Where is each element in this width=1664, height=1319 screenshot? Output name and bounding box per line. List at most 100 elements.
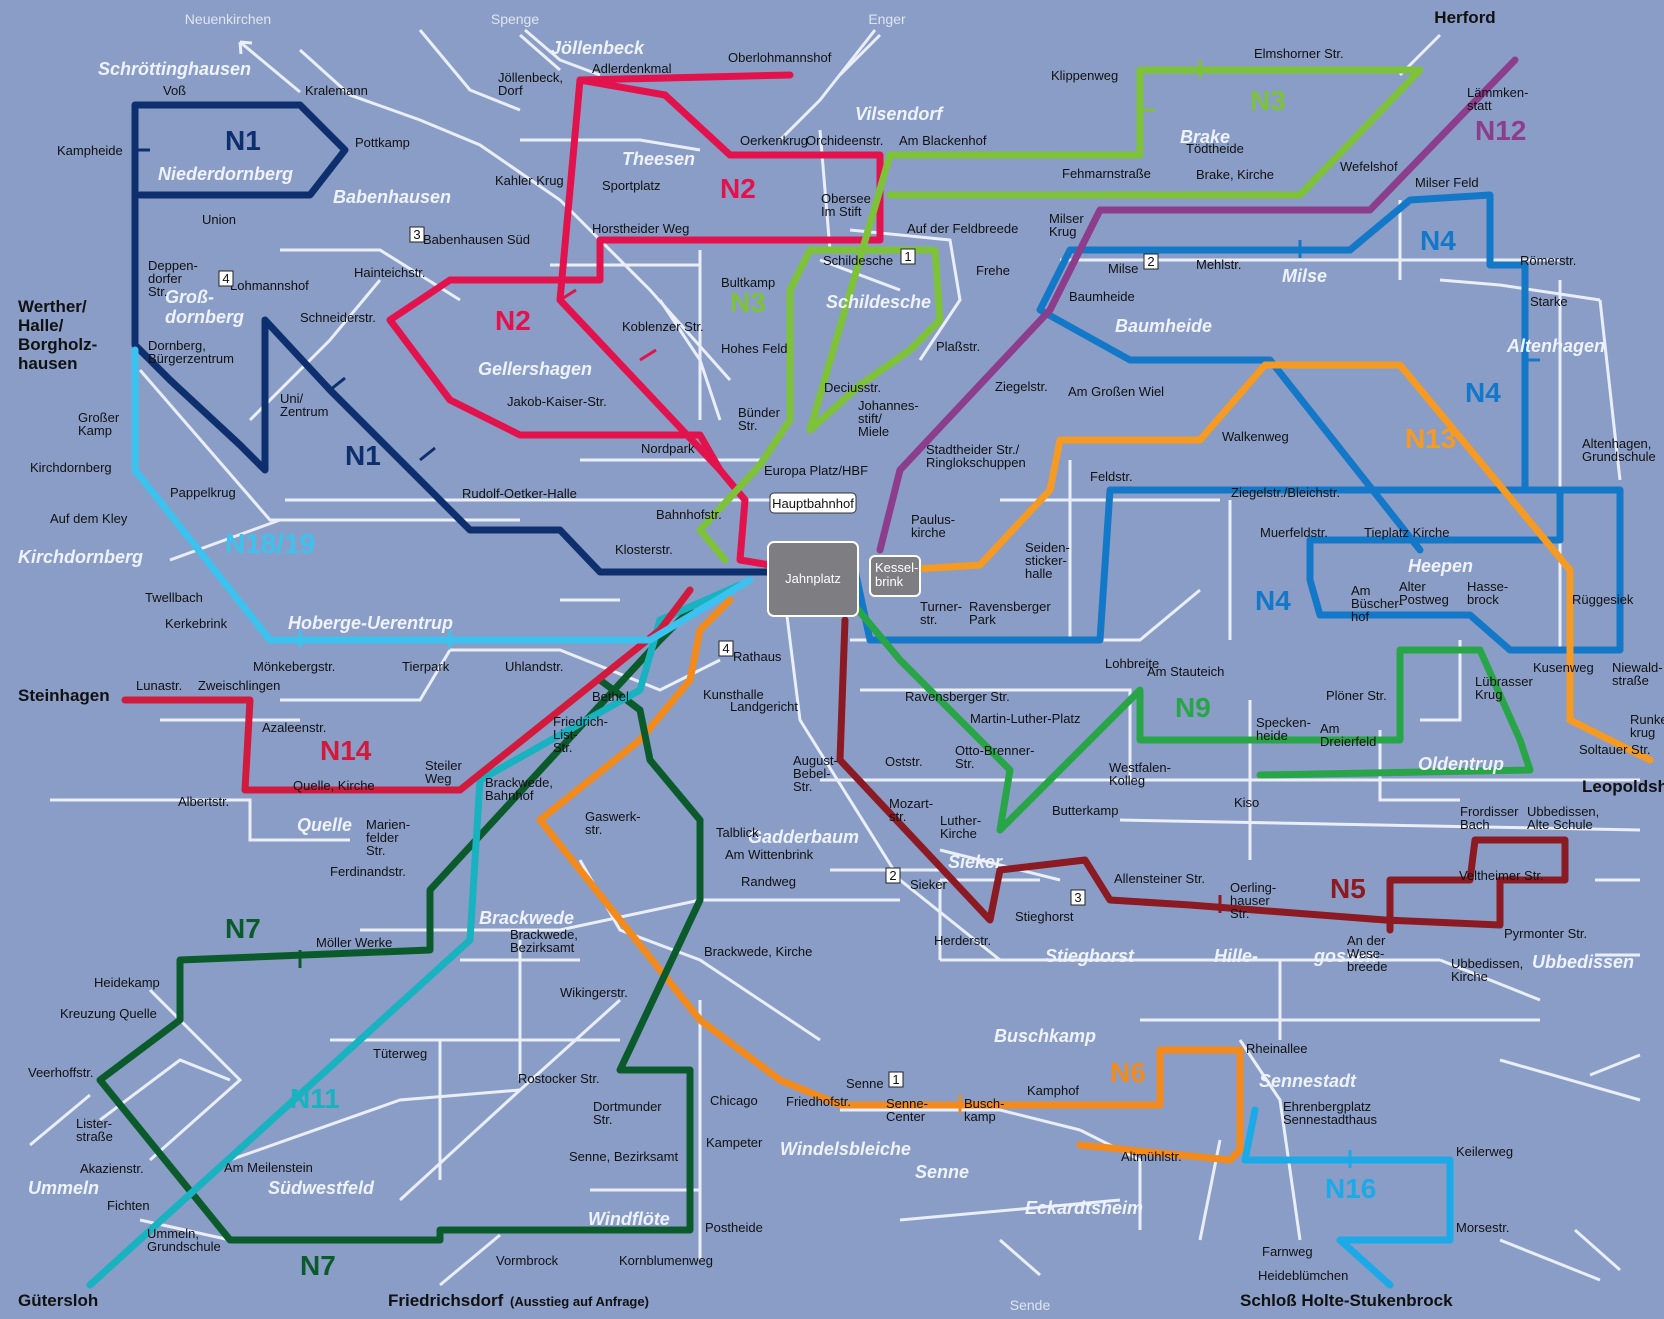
stop-vormbrock: Vormbrock [496,1253,559,1268]
district-gellershagen: Gellershagen [478,359,592,379]
line-label-n7: N7 [300,1250,336,1281]
district-jöllenbeck: Jöllenbeck [551,38,645,58]
line-label-n16: N16 [1325,1173,1376,1204]
stop-pyrmonter-str: Pyrmonter Str. [1504,926,1587,941]
stop-nordpark: Nordpark [641,441,695,456]
stop-mehlstr: Mehlstr. [1196,257,1242,272]
stop-twellbach: Twellbach [145,590,203,605]
stop-ferdinandstr: Ferdinandstr. [330,864,406,879]
stop-ziegelstr: Ziegelstr. [995,379,1048,394]
zone-badge-3: 3 [410,227,424,242]
district-sieker: Sieker [948,852,1003,872]
line-label-n5: N5 [1330,873,1366,904]
stop-uhlandstr: Uhlandstr. [505,659,564,674]
stop-landgericht: Landgericht [730,699,798,714]
hub-hauptbahnhof-label: Hauptbahnhof [772,496,854,511]
stop-schildesche: Schildesche [823,253,893,268]
stop-kornblumenweg: Kornblumenweg [619,1253,713,1268]
stop-pappelkrug: Pappelkrug [170,485,236,500]
stop-zweischlingen: Zweischlingen [198,678,280,693]
stop-kralemann: Kralemann [305,83,368,98]
stop-kerkebrink: Kerkebrink [165,616,228,631]
stop-rathaus: Rathaus [733,649,782,664]
city-friedrichsdorf_note: (Ausstieg auf Anfrage) [510,1294,649,1309]
stop-voß: Voß [163,83,186,98]
stop-mönkebergstr: Mönkebergstr. [253,659,335,674]
district-baumheide: Baumheide [1115,316,1212,336]
district-sennestadt: Sennestadt [1259,1071,1357,1091]
zone-badge-3: 3 [1071,890,1085,905]
zone-badge-2: 2 [886,868,900,883]
district-eckardtsheim: Eckardtsheim [1025,1198,1143,1218]
line-label-n18_19: N18/19 [225,528,315,559]
stop-brackwede-kirche: Brackwede, Kirche [704,944,812,959]
stop-altmühlstr: Altmühlstr. [1121,1149,1182,1164]
stop-am-blackenhof: Am Blackenhof [899,133,987,148]
stop-orchideenstr: Orchideenstr. [806,133,883,148]
stop-herderstr: Herderstr. [934,933,991,948]
stop-bahnhofstr: Bahnhofstr. [656,507,722,522]
stop-chicago: Chicago [710,1093,758,1108]
stop-butterkamp: Butterkamp [1052,803,1118,818]
district-senne: Senne [915,1162,969,1182]
stop-luther-kirche: Luther-Kirche [940,813,981,841]
stop-heidekamp: Heidekamp [94,975,160,990]
stop-kreuzung-quelle: Kreuzung Quelle [60,1006,157,1021]
stop-altenhagen-grundschule: Altenhagen,Grundschule [1582,436,1656,464]
district-windelsbleiche: Windelsbleiche [780,1139,911,1159]
hub-jahnplatz-label: Jahnplatz [785,571,841,586]
district-kirchdornberg: Kirchdornberg [18,547,143,567]
stop-senne: Senne [846,1076,884,1091]
zone-badge-number: 1 [904,249,911,264]
zone-badge-number: 1 [892,1072,899,1087]
stop-azaleenstr: Azaleenstr. [262,720,326,735]
stop-an-der-wese-breede: An derWese-breede [1347,933,1387,974]
stop-am-stauteich: Am Stauteich [1147,664,1224,679]
stop-kampheide: Kampheide [57,143,123,158]
stop-muerfeldstr: Muerfeldstr. [1260,525,1328,540]
district-buschkamp: Buschkamp [994,1026,1096,1046]
stop-oerkenkrug: Oerkenkrug [740,133,808,148]
district-südwestfeld: Südwestfeld [268,1178,375,1198]
city-friedrichsdorf: Friedrichsdorf [388,1291,504,1310]
stop-wefelshof: Wefelshof [1340,159,1398,174]
city-leopoldshoehe: Leopoldsh [1582,777,1664,796]
stop-plöner-str: Plöner Str. [1326,688,1387,703]
edge-label-spenge: Spenge [491,11,539,27]
stop-sieker: Sieker [910,877,948,892]
district-oldentrup: Oldentrup [1418,754,1504,774]
stop-kirchdornberg: Kirchdornberg [30,460,112,475]
stop-tierpark: Tierpark [402,659,450,674]
stop-oststr: Oststr. [885,754,923,769]
district-stieghorst: Stieghorst [1045,946,1135,966]
stop-milse: Milse [1108,261,1138,276]
line-label-n4: N4 [1255,585,1291,616]
stop-allensteiner-str: Allensteiner Str. [1114,871,1205,886]
stop-senne-bezirksamt: Senne, Bezirksamt [569,1149,678,1164]
zone-badge-1: 1 [889,1072,903,1087]
stop-randweg: Randweg [741,874,796,889]
stop-wikingerstr: Wikingerstr. [560,985,628,1000]
stop-tödtheide: Tödtheide [1186,141,1244,156]
stop-lohmannshof: Lohmannshof [230,278,309,293]
stop-auf-dem-kley: Auf dem Kley [50,511,128,526]
stop-akazienstr: Akazienstr. [80,1161,144,1176]
district-quelle: Quelle [297,815,352,835]
district-hille-: Hille- [1214,946,1258,966]
stop-frehe: Frehe [976,263,1010,278]
zone-badge-1: 1 [901,249,915,264]
stop-tüterweg: Tüterweg [373,1046,427,1061]
stop-horstheider-weg: Horstheider Weg [592,221,689,236]
edge-label-enger: Enger [868,11,906,27]
district-ubbedissen: Ubbedissen [1532,952,1634,972]
stop-hainteichstr: Hainteichstr. [354,265,426,280]
city-steinhagen: Steinhagen [18,686,110,705]
line-label-n9: N9 [1175,692,1211,723]
stop-kiso: Kiso [1234,795,1259,810]
stop-stieghorst: Stieghorst [1015,909,1074,924]
stop-ubbedissen-alte-schule: Ubbedissen,Alte Schule [1527,804,1599,832]
stop-starke: Starke [1530,294,1568,309]
district-vilsendorf: Vilsendorf [855,104,944,124]
district-milse: Milse [1282,266,1327,286]
